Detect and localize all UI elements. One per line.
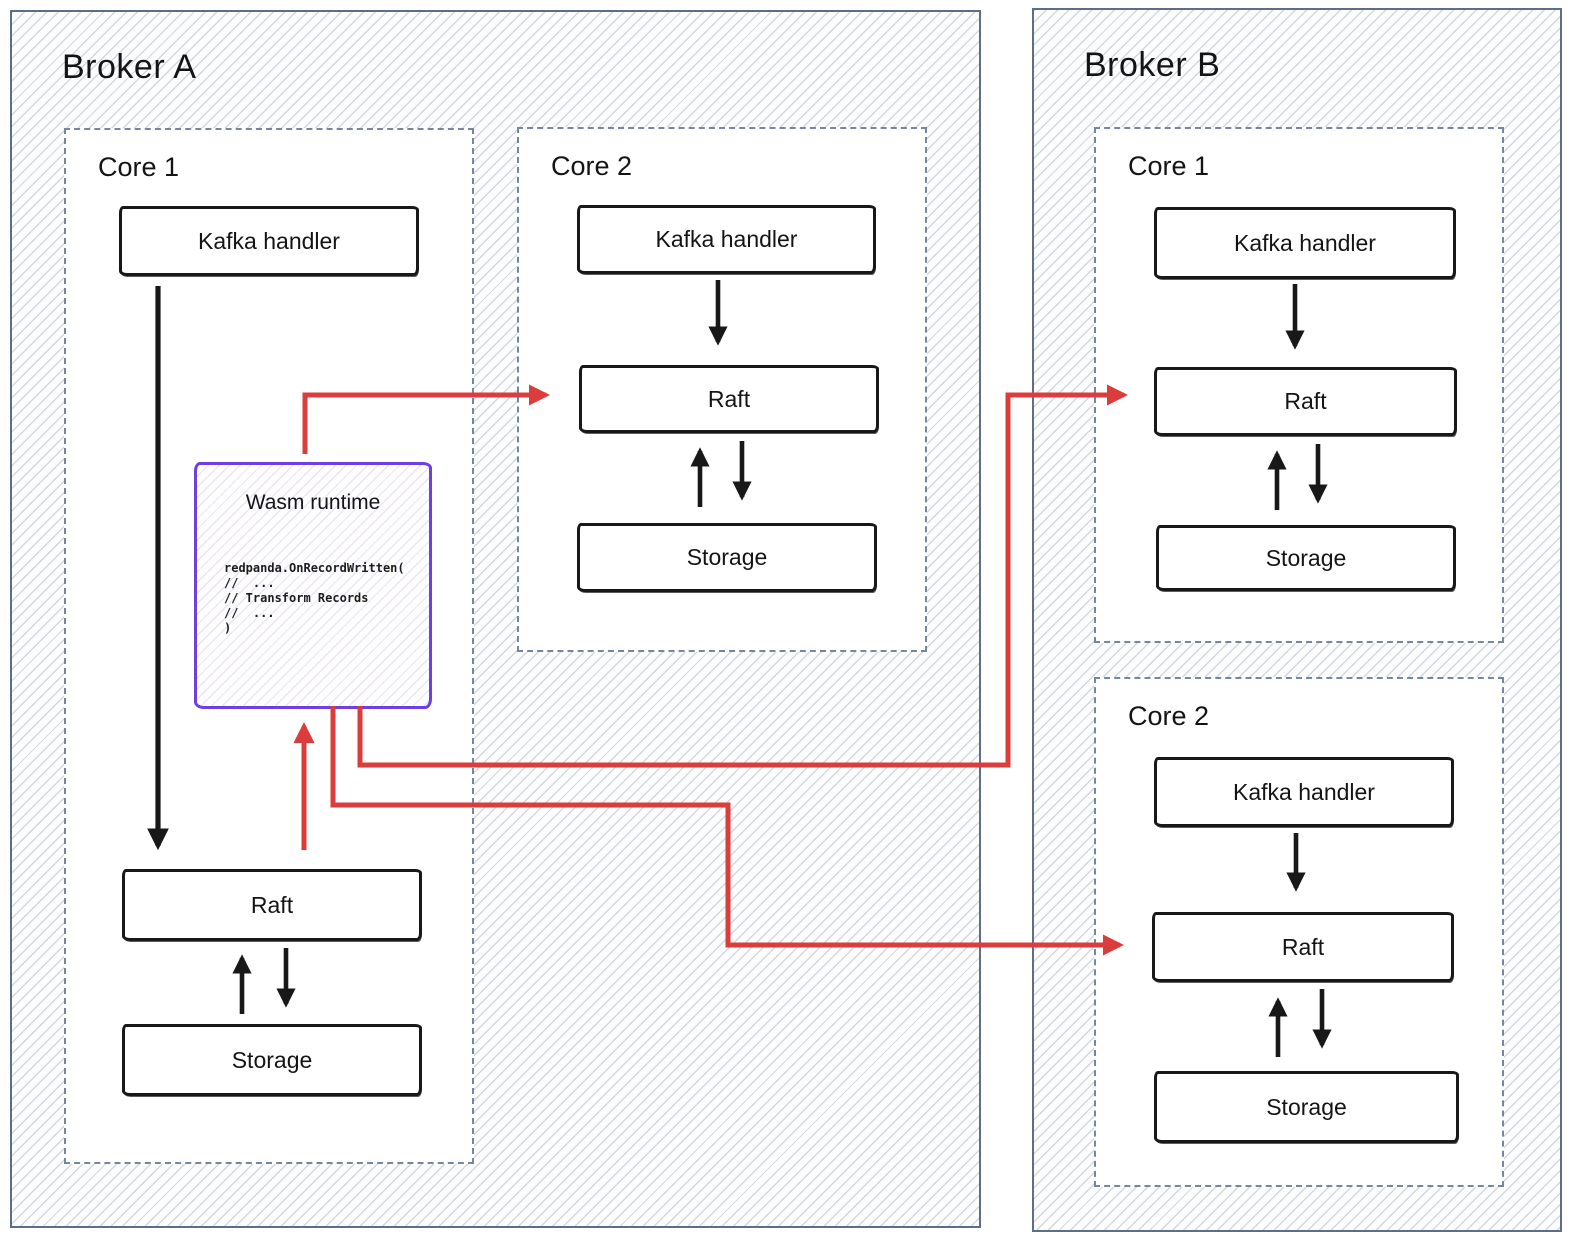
raft-box-a1: Raft	[122, 869, 422, 941]
kafka-handler-box-a2: Kafka handler	[577, 205, 876, 274]
code-line: // Transform Records	[224, 591, 369, 605]
wasm-runtime-title: Wasm runtime	[245, 491, 381, 514]
kafka-handler-box-b1: Kafka handler	[1154, 207, 1456, 279]
raft-box-b2: Raft	[1152, 912, 1454, 982]
broker-a-core-2-title: Core 2	[551, 151, 633, 181]
raft-box-b1: Raft	[1154, 367, 1457, 436]
broker-b-core-1: Core 1 Kafka handler Raft Storage	[1094, 127, 1504, 643]
storage-box-b2: Storage	[1154, 1071, 1459, 1143]
storage-box-a2: Storage	[577, 523, 877, 592]
broker-a-container: Broker A Core 1 Kafka handler Wasm runti…	[10, 10, 981, 1228]
broker-a-core-1-title: Core 1	[98, 152, 180, 182]
code-line: // ...	[224, 606, 275, 620]
kafka-handler-box-a1: Kafka handler	[119, 206, 419, 276]
broker-a-core-1: Core 1 Kafka handler Wasm runtime redpan…	[64, 128, 474, 1164]
code-line: )	[224, 621, 232, 635]
kafka-handler-box-b2: Kafka handler	[1154, 757, 1454, 827]
broker-b-title: Broker B	[1084, 46, 1221, 84]
broker-b-core-2: Core 2 Kafka handler Raft Storage	[1094, 677, 1504, 1187]
broker-b-core-1-title: Core 1	[1128, 151, 1210, 181]
storage-box-a1: Storage	[122, 1024, 422, 1096]
broker-a-core-2: Core 2 Kafka handler Raft Storage	[517, 127, 927, 652]
wasm-code-snippet: redpanda.OnRecordWritten( // ... // Tran…	[224, 561, 405, 636]
wasm-runtime-box: Wasm runtime redpanda.OnRecordWritten( /…	[194, 462, 432, 709]
raft-box-a2: Raft	[579, 365, 879, 433]
broker-a-title: Broker A	[62, 48, 197, 86]
code-line: // ...	[224, 576, 275, 590]
broker-b-core-2-title: Core 2	[1128, 701, 1210, 731]
broker-b-container: Broker B Core 1 Kafka handler Raft Stora…	[1032, 8, 1562, 1232]
code-line: redpanda.OnRecordWritten(	[224, 561, 405, 575]
storage-box-b1: Storage	[1156, 525, 1456, 591]
